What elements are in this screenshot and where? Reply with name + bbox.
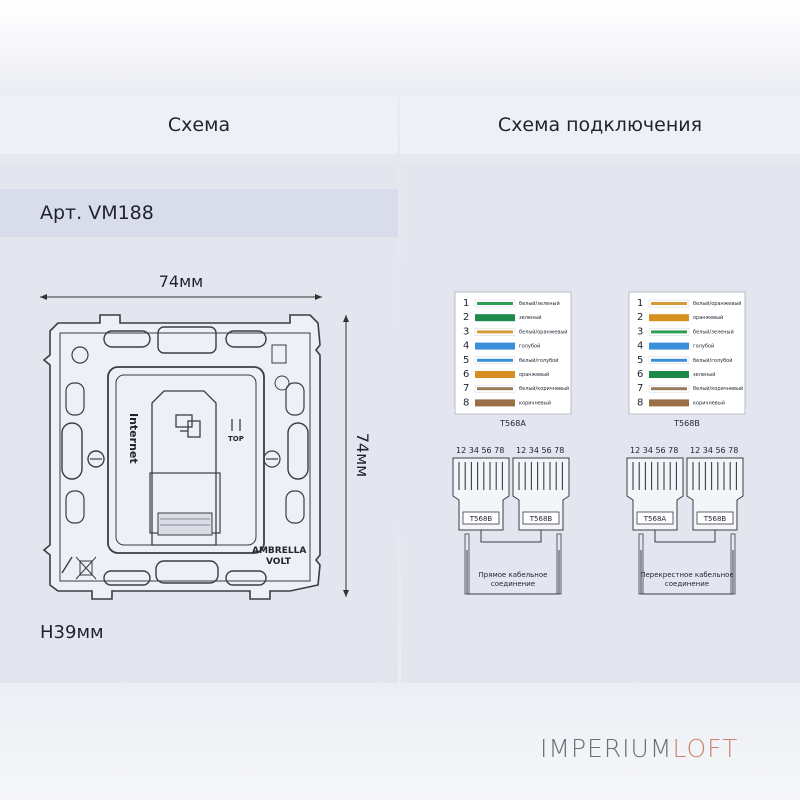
wire-swatch [649, 342, 689, 350]
brand-logo: IMPERIUMLOFT [540, 734, 738, 763]
pin-number: 1 [463, 298, 469, 309]
wire-color-label: белый/оранжевый [693, 300, 742, 307]
cable-line [654, 530, 716, 543]
plug-label-box [696, 511, 734, 525]
pin-number: 3 [463, 326, 469, 337]
pinout-table-frame [454, 291, 572, 415]
standard-label: T568B [673, 419, 700, 428]
pin-number: 3 [637, 326, 643, 337]
scheme-title: Схема [0, 96, 398, 154]
pin-number: 5 [637, 355, 643, 366]
connection-caption-1: Прямое кабельное [479, 571, 548, 579]
wire-swatch-stripe [477, 330, 513, 334]
right-panel [401, 163, 800, 683]
header-bar: Схема Схема подключения [0, 96, 800, 154]
plug-label-box [636, 511, 674, 525]
brand-label-1: AMBRELLA [252, 546, 306, 556]
wire-color-label: зеленый [519, 314, 541, 321]
pin-number: 8 [637, 397, 643, 408]
wire-swatch-stripe [477, 302, 513, 305]
pin-number: 2 [463, 312, 469, 323]
standard-label: T568A [499, 419, 526, 428]
plug-label-box [522, 511, 560, 525]
wire-color-label: голубой [693, 343, 714, 350]
brand-label-2: VOLT [266, 557, 292, 567]
plug-label-box [462, 511, 500, 525]
wire-color-label: белый/оранжевый [519, 328, 568, 335]
pin-number: 4 [637, 341, 643, 352]
pin-number: 1 [637, 298, 643, 309]
wire-color-label: коричневый [519, 399, 551, 406]
pin-number: 7 [463, 383, 469, 394]
height-dimension: 74мм [353, 433, 372, 478]
wire-color-label: белый/зеленый [519, 300, 560, 307]
wire-swatch [475, 342, 515, 350]
wire-swatch-stripe [651, 330, 687, 334]
connection-scheme-title: Схема подключения [400, 96, 800, 154]
connection-caption-2: соединение [491, 580, 535, 588]
wire-swatch [475, 314, 515, 322]
wire-color-label: коричневый [693, 399, 725, 406]
wiring-diagram: 1 белый/зеленый 2 зеленый 3 белый/оранжевый 4 г… [452, 291, 746, 595]
connection-caption-1: Перекрестное кабельное [640, 571, 734, 579]
pin-numbers: 12 34 56 78 [630, 446, 678, 455]
pin-number: 8 [463, 397, 469, 408]
wire-swatch-stripe [477, 387, 513, 391]
pin-number: 2 [637, 312, 643, 323]
wire-swatch [649, 371, 689, 378]
pin-number: 4 [463, 341, 469, 352]
wire-color-label: белый/коричневый [693, 385, 743, 392]
cable-line [480, 530, 542, 543]
pin-numbers: 12 34 56 78 [456, 446, 504, 455]
pin-number: 6 [637, 369, 643, 380]
logo-part-2: LOFT [672, 734, 739, 763]
wire-swatch-stripe [651, 302, 687, 305]
wire-color-label: оранжевый [693, 314, 723, 321]
wire-swatch-stripe [477, 358, 513, 362]
caption-bg [647, 570, 727, 592]
article-bar: Арт. VM188 [0, 189, 398, 237]
wire-swatch [475, 399, 515, 407]
pin-numbers: 12 34 56 78 [690, 446, 738, 455]
wire-color-label: голубой [519, 343, 540, 350]
pin-numbers: 12 34 56 78 [516, 446, 564, 455]
wire-color-label: белый/голубой [693, 357, 732, 364]
wire-swatch-stripe [651, 358, 687, 362]
logo-part-1: IMPERIUM [540, 734, 673, 763]
caption-bg [473, 570, 553, 592]
connection-caption-2: соединение [665, 580, 709, 588]
internet-label: Internet [127, 413, 140, 464]
wire-color-label: белый/зеленый [693, 328, 734, 335]
plug-standard-label: T568A [643, 515, 667, 523]
plug-standard-label: T568B [529, 515, 553, 523]
pin-number: 7 [637, 383, 643, 394]
pinout-table-frame [628, 291, 746, 415]
article-number: Арт. VM188 [40, 202, 154, 224]
wire-color-label: оранжевый [519, 371, 549, 378]
wire-swatch [649, 399, 689, 407]
wire-color-label: зеленый [693, 371, 715, 378]
wire-swatch [649, 314, 689, 322]
wire-swatch [475, 371, 515, 378]
wire-color-label: белый/коричневый [519, 385, 569, 392]
pin-number: 6 [463, 369, 469, 380]
wire-swatch-stripe [651, 387, 687, 391]
width-dimension: 74мм [159, 272, 204, 291]
plug-standard-label: T568B [703, 515, 727, 523]
pin-number: 5 [463, 355, 469, 366]
wire-color-label: белый/голубой [519, 357, 558, 364]
top-label: TOP [228, 435, 244, 443]
device-drawing: 74мм 74мм Internet TOP AMBRELLA VOLT [40, 272, 372, 600]
plug-standard-label: T568B [469, 515, 493, 523]
depth-dimension: H39мм [40, 622, 104, 643]
